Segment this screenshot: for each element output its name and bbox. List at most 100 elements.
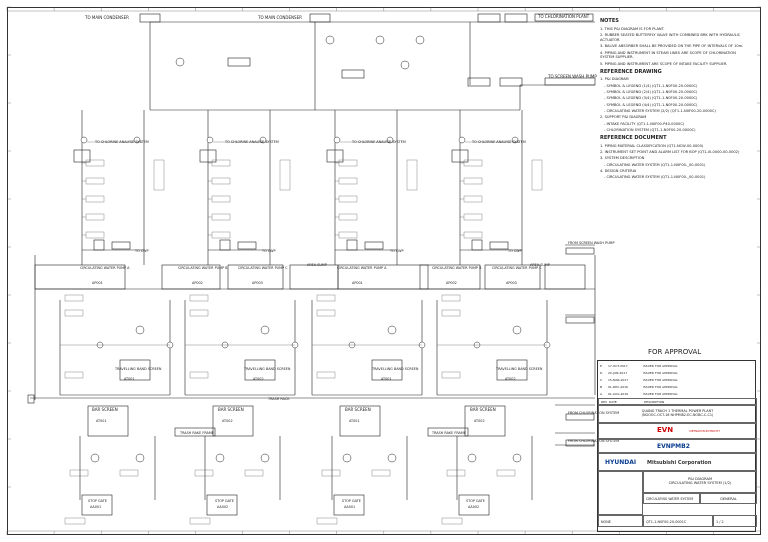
instrument-box (326, 149, 344, 163)
pump-tag-c2: AP003 (506, 281, 517, 285)
system-name-cell: CIRCULATING WATER SYSTEM (643, 493, 700, 504)
screen-tag-3: AT001 (381, 377, 392, 381)
tag-box (237, 241, 257, 250)
analyser-label-1: TO CHLORINE ANALYSE SYSTEM (95, 140, 149, 144)
note-item: 5. PIPING AND INSTRUMENT ARE SCOPE OF IN… (600, 61, 728, 66)
tag-box (85, 195, 105, 203)
bar-screen-box (212, 405, 254, 437)
instrument-bubble (512, 325, 522, 335)
note-item: 2. RUBBER SEATED BUTTERFLY VALVE WITH CO… (600, 33, 741, 42)
tag-box (489, 241, 509, 250)
tag-box (64, 294, 84, 302)
drawing-no-cell: QT1-1-N0F00-20-0001C (643, 515, 713, 527)
instrument-bubble (135, 453, 145, 463)
ref-item: - CIRCULATING WATER SYSTEM (2/2) (QT1-1-… (604, 109, 716, 114)
pump-label-b2: CIRCULATING WATER PUMP B (432, 266, 482, 270)
screen-label-3: TRAVELLING BAND SCREEN (372, 367, 419, 371)
rev-date: 20-JUN-2017 (608, 371, 628, 375)
trash-rake-box (174, 427, 216, 437)
ref-item: 1. P&I DIAGRAM (600, 77, 629, 82)
analyser-label-2: TO CHLORINE ANALYSE SYSTEM (225, 140, 279, 144)
screen-tag-1: AT001 (124, 377, 135, 381)
drawing-title-cell: P&I DIAGRAM CIRCULATING WATER SYSTEM (1/… (643, 471, 757, 493)
instrument-bubble (386, 136, 394, 144)
label-to-chlorination: TO CHLORINATION PLANT (538, 14, 590, 19)
tag-box (364, 241, 384, 250)
from-chlorination-label-1: FROM CHLORINATION SYSTEM (568, 411, 620, 415)
motor-symbol (346, 239, 358, 251)
trash-rack-label: TRASH RACK (268, 397, 290, 401)
pump-tag-a1: AP001 (92, 281, 103, 285)
tag-box (111, 241, 131, 250)
bar-screen-label-2: BAR SCREEN (218, 407, 244, 412)
sheet-cell: 1 / 2 (713, 515, 757, 527)
ref-item: - SYMBOL & LEGEND (4/4) (QT1-1-N0F00-20-… (604, 102, 698, 107)
tag-box (189, 371, 209, 379)
tag-box (463, 213, 483, 221)
instrument-bubble (259, 136, 267, 144)
rev-desc: ISSUED FOR APPROVAL (643, 371, 678, 375)
screen-tag-2: AT002 (253, 377, 264, 381)
pump-label-a2: CIRCULATING WATER PUMP A (337, 266, 387, 270)
tag-box (316, 294, 336, 302)
pump-tag-a2: AP001 (352, 281, 363, 285)
contractor-mitsubishi-logo: Mitsubishi Corporation (647, 460, 712, 466)
note-item: 3. BALIVE ABSORBER SHALL BE PROVIDED ON … (600, 44, 744, 49)
scale-cell: NONE (598, 515, 643, 527)
analyser-box (279, 159, 291, 191)
screen-box (371, 359, 403, 381)
doc-item: 4. DESIGN CRITERIA (600, 169, 637, 174)
tag-box (189, 517, 211, 525)
tag-box (441, 371, 461, 379)
tag-box (463, 159, 483, 167)
rev-header-rev: REV (601, 400, 608, 404)
screen-label-1: TRAVELLING BAND SCREEN (115, 367, 162, 371)
screen-box (119, 359, 151, 381)
rev-row: B 01-DEC-2016 ISSUED FOR APPROVAL (598, 384, 757, 391)
note-item: 1. THIS P&I DIAGRAM IS FOR PLANT. (600, 26, 665, 31)
stop-gate-box (458, 494, 490, 516)
tag-box (227, 57, 251, 67)
bar-screen-label-1: BAR SCREEN (92, 407, 118, 412)
analyser-box (531, 159, 543, 191)
instrument-bubble (175, 57, 185, 67)
instrument-bubble (415, 35, 425, 45)
bar-screen-box (87, 405, 129, 437)
analyser-box (153, 159, 165, 191)
instrument-bubble (260, 325, 270, 335)
rev-code: C (600, 378, 603, 382)
bar-screen-tag-1: AT001 (96, 419, 107, 423)
trash-rake-frame-1: TRASH RAKE FRAME (180, 431, 214, 435)
doc-item: 1. PIPING MATERIAL CLASSIFICATION (QT1-N… (600, 143, 704, 148)
doc-item: - CIRCULATING WATER SYSTEM (QT1-1-N0F00-… (604, 175, 706, 180)
rev-date: 01-AUG-2016 (608, 392, 629, 396)
tag-box (338, 159, 358, 167)
tag-box (441, 517, 463, 525)
stop-gate-box (333, 494, 365, 516)
tag-box (496, 469, 516, 477)
doc-item: 3. SYSTEM DESCRIPTION (600, 156, 645, 161)
tag-box (338, 213, 358, 221)
rev-header-date: DATE (609, 400, 617, 404)
rev-code: A (600, 392, 603, 396)
stop-gate-tag-1: AA001 (90, 505, 102, 509)
rev-row: E 17-OCT-2017 ISSUED FOR APPROVAL (598, 363, 757, 370)
ref-drawing-title: REFERENCE DRAWING (600, 68, 662, 75)
rev-desc: ISSUED FOR APPROVAL (643, 392, 678, 396)
tag-box (211, 231, 231, 239)
bar-screen-label-4: BAR SCREEN (470, 407, 496, 412)
screen-box (244, 359, 276, 381)
tag-box (338, 195, 358, 203)
to-cwp-label-4: TO CWP (508, 249, 522, 253)
pump-label-c1: CIRCULATING WATER PUMP C (238, 266, 288, 270)
screen-box (496, 359, 528, 381)
stop-gate-tag-4: AA002 (468, 505, 480, 509)
tag-box (371, 469, 391, 477)
tag-box (139, 13, 161, 23)
rev-date: 17-OCT-2017 (608, 364, 628, 368)
instrument-bubble (467, 453, 477, 463)
analyser-label-4: TO CHLORINE ANALYSE SYSTEM (472, 140, 526, 144)
instrument-bubble (342, 453, 352, 463)
tag-box (64, 371, 84, 379)
drawing-frame (7, 7, 761, 535)
